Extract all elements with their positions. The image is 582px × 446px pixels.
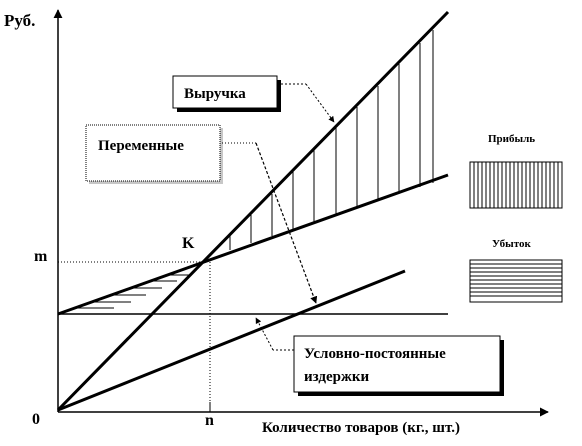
variable-label: Переменные [98, 138, 184, 154]
total-costs-line [57, 173, 449, 316]
fixed-pointer-arrow [255, 317, 274, 351]
fixed-label-line2: издержки [304, 369, 370, 385]
origin-label: 0 [32, 411, 40, 428]
fixed-label-box [293, 335, 501, 393]
revenue-label-box [172, 75, 278, 109]
x-axis-label: Количество товаров (кг., шт.) [262, 420, 460, 436]
variable-pointer-arrow [255, 142, 318, 304]
loss-legend-swatch [469, 259, 563, 303]
loss-legend-label: Убыток [492, 238, 532, 250]
revenue-label: Выручка [184, 86, 246, 102]
variable-costs-line [57, 269, 406, 412]
fixed-label-line1: Условно-постоянные [304, 346, 446, 362]
k-label: K [182, 235, 195, 252]
revenue-line [56, 10, 450, 412]
profit-legend-label: Прибыль [488, 133, 535, 145]
n-label: n [205, 412, 214, 429]
m-label: m [34, 248, 48, 265]
loss-hatching [73, 274, 190, 309]
y-axis-label: Руб. [4, 11, 35, 30]
variable-label-box [85, 124, 221, 182]
profit-legend-swatch [469, 161, 563, 209]
profit-hatching [229, 30, 434, 250]
revenue-pointer-arrow [305, 83, 335, 123]
